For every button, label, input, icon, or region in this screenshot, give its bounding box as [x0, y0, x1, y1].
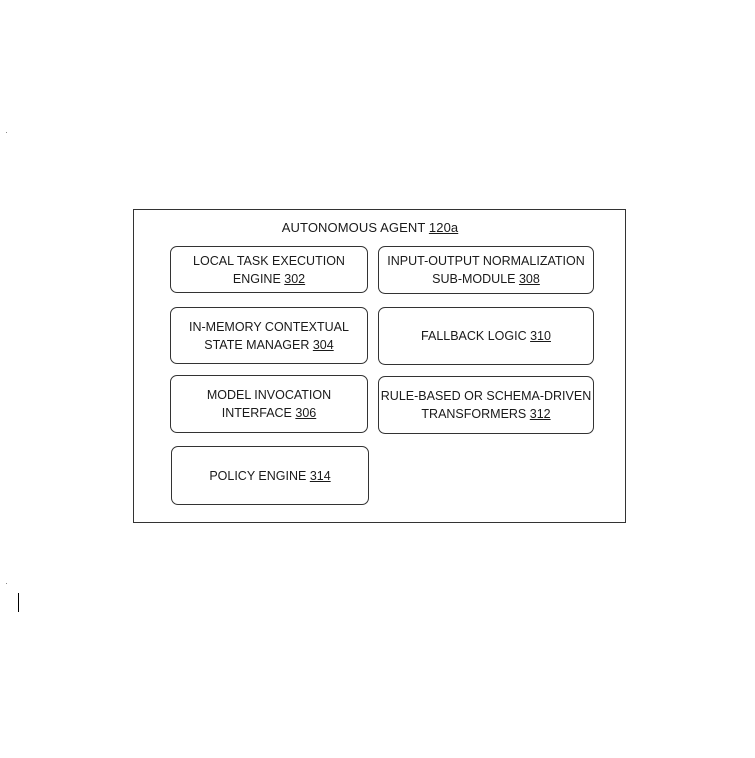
page-speck	[6, 132, 7, 133]
module-ref-number: 304	[312, 337, 334, 352]
autonomous-agent-container	[133, 209, 626, 523]
module-ref-number: 302	[284, 271, 306, 286]
module-label-line2: INTERFACE 306	[207, 404, 331, 422]
diagram-title-ref: 120a	[428, 220, 459, 235]
module-policy-engine: POLICY ENGINE 314	[171, 446, 369, 505]
module-ref-number: 312	[529, 407, 551, 421]
text-cursor	[18, 593, 19, 612]
module-label-line1: MODEL INVOCATION	[206, 388, 332, 402]
module-in-memory-state-manager: IN-MEMORY CONTEXTUAL STATE MANAGER 304	[170, 307, 368, 364]
diagram-title-text: AUTONOMOUS AGENT	[281, 220, 429, 235]
page-speck	[6, 583, 7, 584]
module-label-text: POLICY ENGINE	[209, 468, 310, 483]
module-label-line2: FALLBACK LOGIC 310	[421, 327, 551, 345]
module-label-line1: INPUT-OUTPUT NORMALIZATION	[387, 254, 585, 268]
module-local-task-execution-engine: LOCAL TASK EXECUTION ENGINE 302	[170, 246, 368, 293]
module-label-line2: STATE MANAGER 304	[189, 336, 349, 354]
module-model-invocation-interface: MODEL INVOCATION INTERFACE 306	[170, 375, 368, 433]
module-input-output-normalization: INPUT-OUTPUT NORMALIZATION SUB-MODULE 30…	[378, 246, 594, 294]
module-ref-number: 306	[295, 406, 317, 420]
module-label-line1: RULE-BASED OR SCHEMA-DRIVEN	[380, 389, 592, 403]
module-label-text: SUB-MODULE	[432, 272, 519, 286]
module-rule-based-transformers: RULE-BASED OR SCHEMA-DRIVEN TRANSFORMERS…	[378, 376, 594, 434]
module-label-text: STATE MANAGER	[204, 337, 313, 352]
module-ref-number: 308	[518, 272, 540, 286]
diagram-title: AUTONOMOUS AGENT 120a	[133, 220, 607, 235]
module-ref-number: 314	[309, 468, 331, 483]
module-ref-number: 310	[530, 329, 551, 343]
module-label-text: FALLBACK LOGIC	[421, 329, 531, 343]
module-label-line2: POLICY ENGINE 314	[209, 467, 330, 485]
module-label-text: ENGINE	[232, 271, 285, 286]
module-label-line1: IN-MEMORY CONTEXTUAL	[189, 319, 349, 334]
module-label-text: TRANSFORMERS	[421, 407, 530, 421]
module-label-text: INTERFACE	[221, 406, 296, 420]
module-label-line2: ENGINE 302	[193, 270, 345, 288]
module-label-line2: TRANSFORMERS 312	[381, 405, 591, 423]
module-label-line2: SUB-MODULE 308	[387, 270, 584, 288]
module-label-line1: LOCAL TASK EXECUTION	[193, 253, 345, 268]
module-fallback-logic: FALLBACK LOGIC 310	[378, 307, 594, 365]
